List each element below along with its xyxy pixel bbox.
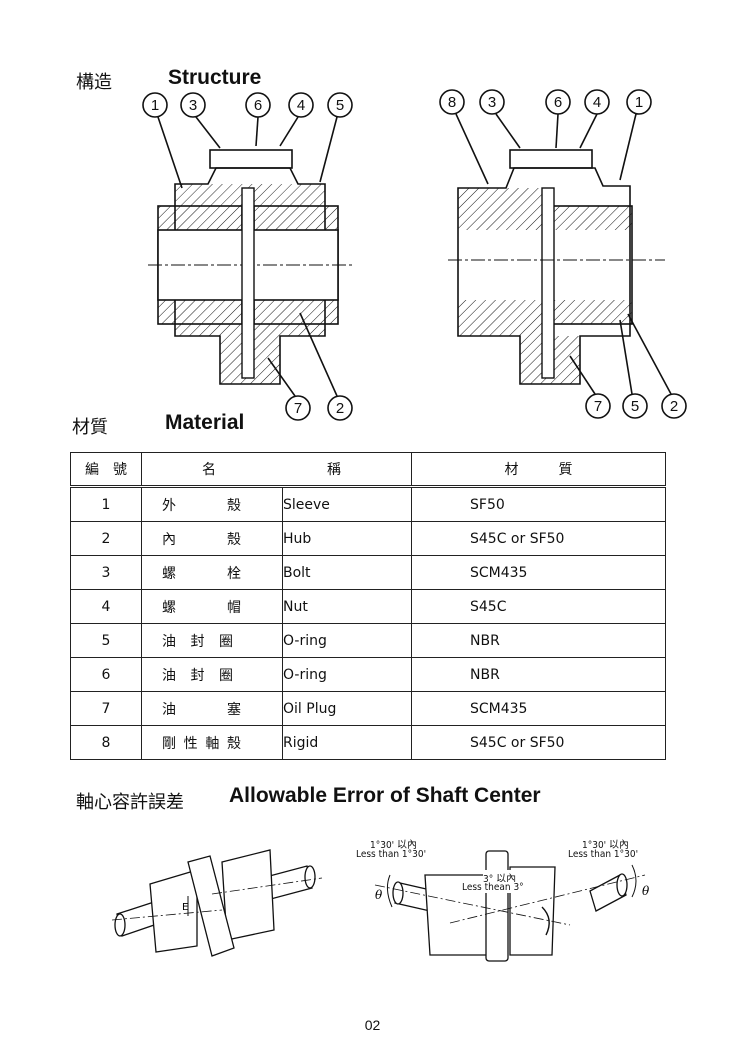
callout-3: 3 [488,94,496,111]
row-material: S45C [411,589,666,624]
offset-misalignment-diagram: E [111,849,323,957]
ann-left-en: Less than 1°30' [356,849,427,860]
ann-left-cn: 1°30' 以內 [370,840,417,851]
callout-6: 6 [554,94,562,111]
row-name-cn: 油封圈 [141,657,283,692]
row-name-cn: 內殼 [141,521,283,556]
theta-right: θ [642,884,650,898]
structure-drawing-right: 8 3 6 4 1 7 5 2 [439,89,687,419]
row-no: 5 [70,623,142,658]
page-number: 02 [364,1017,381,1033]
callout-2: 2 [336,400,344,417]
angular-misalignment-diagram: θ θ [374,850,650,962]
row-material: SCM435 [411,691,666,726]
structure-title-en: Structure [168,66,262,89]
row-material: SCM435 [411,555,666,590]
error-title-en: Allowable Error of Shaft Center [229,784,541,807]
row-name-cn: 剛性軸殼 [141,725,283,760]
error-title-cn: 軸心容許誤差 [76,792,184,813]
row-no: 1 [70,486,142,522]
header-name: 名稱 [141,452,412,488]
theta-left: θ [375,888,383,902]
material-title-cn: 材質 [72,417,108,438]
ann-right-cn: 1°30' 以內 [582,840,629,851]
row-name-en: O-ring [282,657,412,692]
row-name-en: Sleeve [282,486,412,522]
row-name-cn: 螺栓 [141,555,283,590]
row-material: SF50 [411,486,666,522]
row-no: 8 [70,725,142,760]
table-header-row: 編號 名稱 材質 [70,452,666,488]
row-name-en: Bolt [282,555,412,590]
callout-8: 8 [448,94,456,111]
row-name-en: O-ring [282,623,412,658]
material-title-en: Material [165,411,245,434]
row-name-en: Nut [282,589,412,624]
header-no: 編號 [70,452,142,488]
ann-right-en: Less than 1°30' [568,849,639,860]
row-material: NBR [411,623,666,658]
callout-3: 3 [189,97,197,114]
row-material: NBR [411,657,666,692]
structure-drawing-left: 1 3 6 4 5 7 2 [142,92,353,421]
callout-4: 4 [593,94,601,111]
row-no: 3 [70,555,142,590]
row-name-en: Rigid [282,725,412,760]
ann-mid-cn: 3° 以內 [483,870,517,885]
callout-2: 2 [670,398,678,415]
row-name-cn: 油封圈 [141,623,283,658]
row-name-cn: 油塞 [141,691,283,726]
header-material: 材質 [411,452,666,488]
callout-7: 7 [594,398,602,415]
row-name-cn: 螺帽 [141,589,283,624]
callout-5: 5 [336,97,344,114]
callout-1: 1 [635,94,643,111]
ann-mid-en: Less thean 3° [462,882,524,893]
callout-4: 4 [297,97,305,114]
row-no: 4 [70,589,142,624]
row-material: S45C or SF50 [411,725,666,760]
callout-7: 7 [294,400,302,417]
structure-title-cn: 構造 [76,72,112,93]
callout-1: 1 [151,97,159,114]
callout-5: 5 [631,398,639,415]
row-name-cn: 外殼 [141,486,283,522]
callout-6: 6 [254,97,262,114]
row-name-en: Hub [282,521,412,556]
row-material: S45C or SF50 [411,521,666,556]
row-no: 2 [70,521,142,556]
row-no: 6 [70,657,142,692]
offset-label: E [182,902,188,913]
row-name-en: Oil Plug [282,691,412,726]
row-no: 7 [70,691,142,726]
